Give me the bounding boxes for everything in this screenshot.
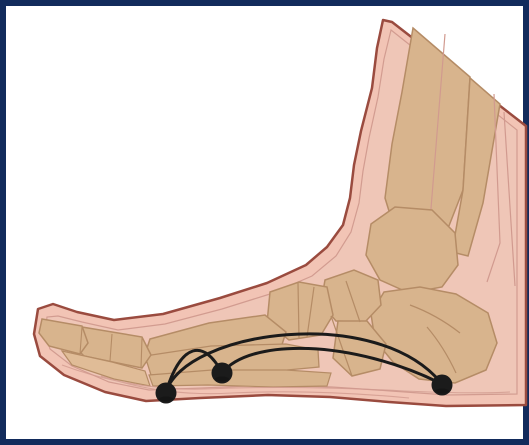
metatarsal-3 — [149, 370, 331, 387]
marker-midfoot-shadow — [215, 377, 229, 382]
marker-heel-shadow — [435, 389, 449, 394]
marker-forefoot-shadow — [159, 397, 173, 402]
